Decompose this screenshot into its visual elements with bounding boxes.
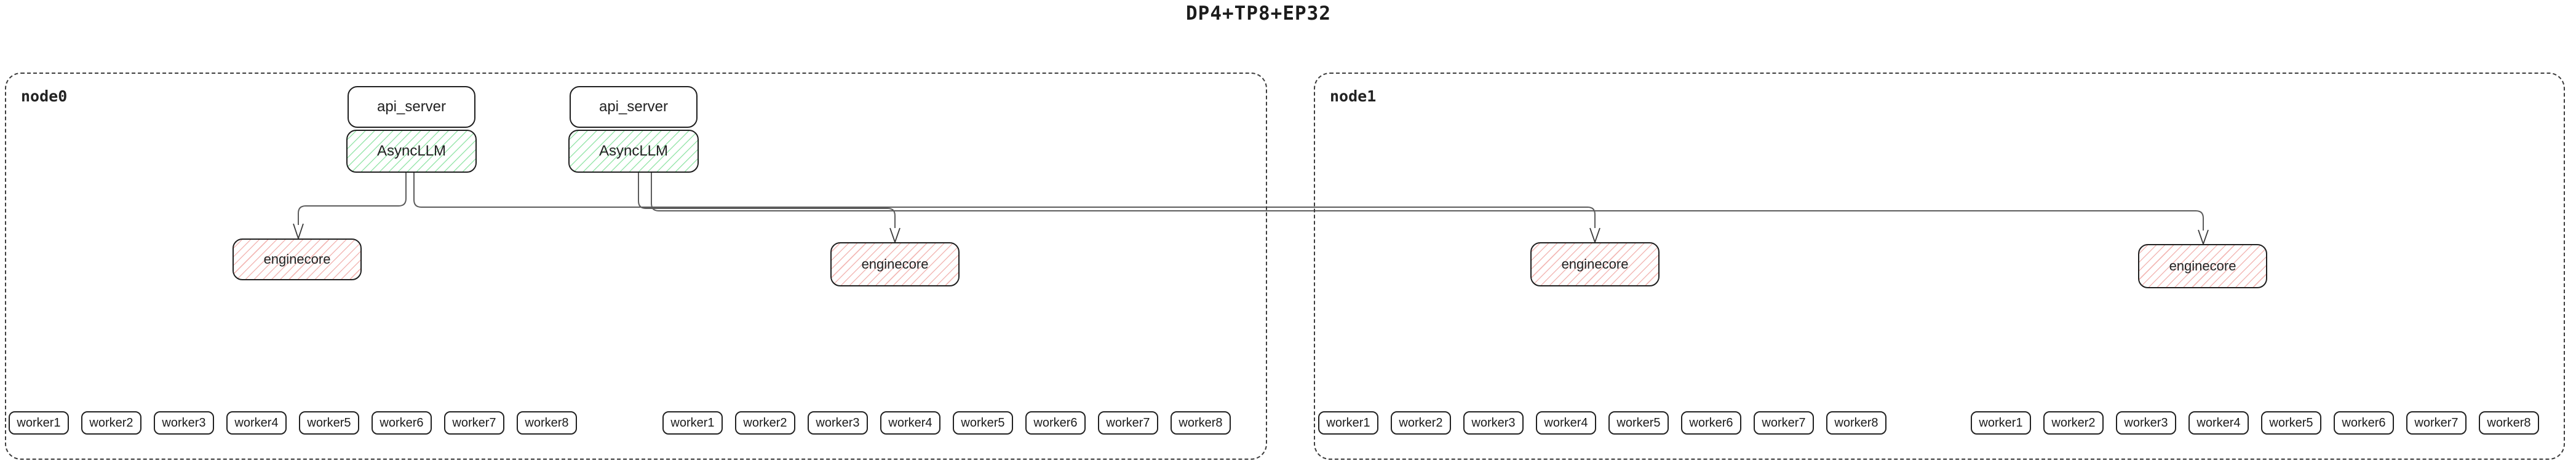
worker-row-node1-group2: worker1 worker2 worker3 worker4 worker5 … bbox=[1971, 411, 2539, 435]
worker-box: worker5 bbox=[1608, 411, 1669, 435]
worker-box: worker7 bbox=[2406, 411, 2467, 435]
worker-box: worker6 bbox=[1681, 411, 1741, 435]
worker-box: worker1 bbox=[1971, 411, 2031, 435]
worker-box: worker8 bbox=[2479, 411, 2539, 435]
node0-container: node0 bbox=[5, 73, 1267, 460]
worker-box: worker2 bbox=[81, 411, 141, 435]
worker-box: worker8 bbox=[1171, 411, 1231, 435]
worker-box: worker5 bbox=[299, 411, 359, 435]
api-server-1: api_server bbox=[348, 86, 475, 128]
node1-container: node1 bbox=[1314, 73, 2565, 460]
worker-box: worker6 bbox=[2334, 411, 2394, 435]
worker-box: worker3 bbox=[154, 411, 214, 435]
worker-box: worker3 bbox=[1463, 411, 1524, 435]
asyncllm-1: AsyncLLM bbox=[346, 130, 477, 173]
worker-box: worker2 bbox=[2043, 411, 2104, 435]
worker-box: worker1 bbox=[9, 411, 69, 435]
worker-box: worker6 bbox=[372, 411, 432, 435]
worker-box: worker1 bbox=[1318, 411, 1378, 435]
worker-box: worker3 bbox=[808, 411, 868, 435]
worker-box: worker4 bbox=[880, 411, 940, 435]
enginecore-1: enginecore bbox=[233, 238, 362, 280]
worker-box: worker5 bbox=[2261, 411, 2321, 435]
worker-box: worker4 bbox=[2188, 411, 2249, 435]
diagram-title: DP4+TP8+EP32 bbox=[1186, 2, 1331, 25]
enginecore-4: enginecore bbox=[2138, 244, 2267, 288]
api-server-2: api_server bbox=[570, 86, 698, 128]
node1-label: node1 bbox=[1330, 87, 1377, 105]
worker-box: worker5 bbox=[953, 411, 1013, 435]
worker-box: worker6 bbox=[1025, 411, 1086, 435]
worker-box: worker7 bbox=[1098, 411, 1158, 435]
node0-label: node0 bbox=[21, 87, 68, 105]
worker-box: worker8 bbox=[517, 411, 577, 435]
worker-box: worker4 bbox=[1536, 411, 1596, 435]
enginecore-3: enginecore bbox=[1530, 242, 1660, 286]
worker-box: worker8 bbox=[1826, 411, 1886, 435]
enginecore-2: enginecore bbox=[830, 242, 960, 286]
worker-box: worker2 bbox=[1391, 411, 1451, 435]
worker-row-node0-group2: worker1 worker2 worker3 worker4 worker5 … bbox=[662, 411, 1231, 435]
worker-box: worker7 bbox=[1754, 411, 1814, 435]
worker-box: worker4 bbox=[226, 411, 287, 435]
worker-box: worker3 bbox=[2116, 411, 2176, 435]
asyncllm-2: AsyncLLM bbox=[568, 130, 699, 173]
worker-row-node0-group1: worker1 worker2 worker3 worker4 worker5 … bbox=[9, 411, 577, 435]
worker-box: worker2 bbox=[735, 411, 795, 435]
worker-box: worker1 bbox=[662, 411, 723, 435]
worker-box: worker7 bbox=[444, 411, 504, 435]
worker-row-node1-group1: worker1 worker2 worker3 worker4 worker5 … bbox=[1318, 411, 1886, 435]
